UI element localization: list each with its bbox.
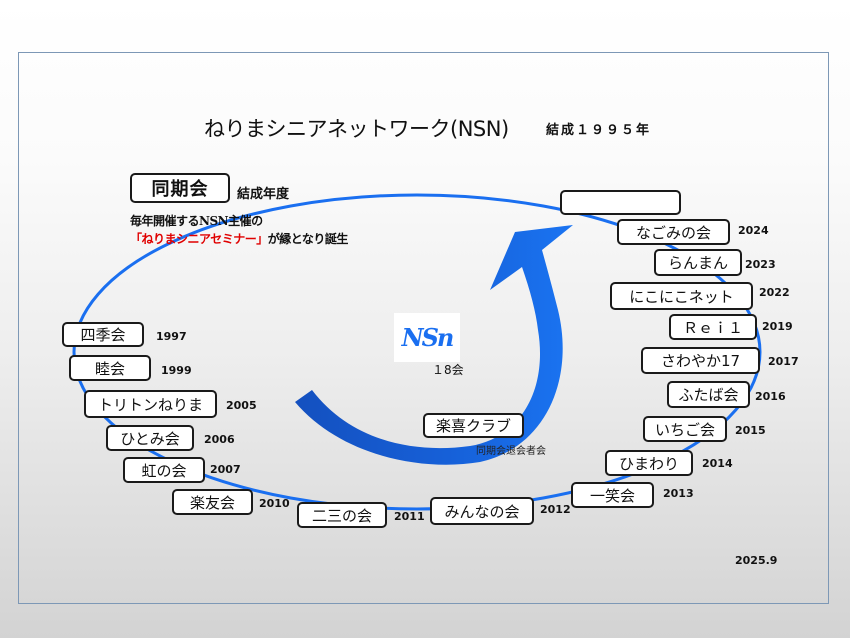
group-year: 2022: [759, 286, 790, 299]
group-year: 2013: [663, 487, 694, 500]
alumni-group-box: 楽喜クラブ: [423, 413, 524, 438]
group-box: ひとみ会: [106, 425, 194, 451]
group-year: 2017: [768, 355, 799, 368]
description-line2-rest: が縁となり誕生: [267, 232, 349, 246]
group-year: 2007: [210, 463, 241, 476]
legend-box: 同期会: [130, 173, 230, 203]
group-year: 2024: [738, 224, 769, 237]
alumni-note: 同期会退会者会: [476, 446, 546, 457]
slide-frame: [18, 52, 829, 604]
founded-year: 結成１９９５年: [546, 123, 652, 138]
group-box: にこにこネット: [610, 282, 753, 310]
group-year: 1997: [156, 330, 187, 343]
group-box: さわやか17: [641, 347, 760, 374]
group-year: 2023: [745, 258, 776, 271]
description-line1: 毎年開催するNSN主催の: [130, 214, 263, 228]
group-year: 2015: [735, 424, 766, 437]
group-box: 一笑会: [571, 482, 654, 508]
group-box: いちご会: [643, 416, 727, 442]
group-box-empty: [560, 190, 681, 215]
cycle-ellipse: [72, 193, 762, 511]
group-box: 二三の会: [297, 502, 387, 528]
group-box: 楽友会: [172, 489, 253, 515]
description-line2: 「ねりまシニアセミナー」が縁となり誕生: [130, 230, 348, 247]
group-count: １8会: [432, 363, 464, 377]
group-year: 2016: [755, 390, 786, 403]
group-box: ひまわり: [605, 450, 693, 476]
group-box: 四季会: [62, 322, 144, 347]
seminar-name: 「ねりまシニアセミナー」: [130, 232, 268, 246]
group-year: 2011: [394, 510, 425, 523]
footer-date: 2025.9: [735, 554, 778, 567]
nsn-logo: NSn: [394, 313, 460, 362]
group-year: 1999: [161, 364, 192, 377]
group-year: 2010: [259, 497, 290, 510]
group-box: 虹の会: [123, 457, 205, 483]
legend-note: 結成年度: [237, 187, 290, 202]
group-year: 2019: [762, 320, 793, 333]
group-box: トリトンねりま: [84, 390, 217, 418]
group-year: 2012: [540, 503, 571, 516]
group-box: 睦会: [69, 355, 151, 381]
page-title: ねりまシニアネットワーク(NSN): [204, 117, 509, 141]
group-year: 2014: [702, 457, 733, 470]
group-box: Ｒｅｉ１: [669, 314, 757, 340]
group-year: 2005: [226, 399, 257, 412]
group-box: みんなの会: [430, 497, 534, 525]
group-box: らんまん: [654, 249, 742, 276]
group-year: 2006: [204, 433, 235, 446]
group-box: ふたば会: [667, 381, 750, 408]
group-box: なごみの会: [617, 219, 730, 245]
